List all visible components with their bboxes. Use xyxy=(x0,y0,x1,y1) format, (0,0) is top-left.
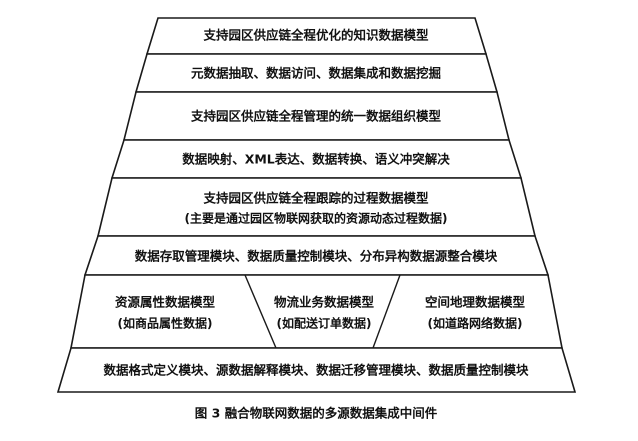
cell-divider-left xyxy=(244,274,277,349)
cell-logistics-business-model-title: 物流业务数据模型 xyxy=(274,295,375,310)
cell-resource-attribute-model-title: 资源属性数据模型 xyxy=(115,295,216,310)
cell-divider-right xyxy=(372,274,401,349)
layer-data-models-row: 资源属性数据模型 (如商品属性数据) 物流业务数据模型 (如配送订单数据) 空间… xyxy=(70,274,563,349)
layer-process-data-model: 支持园区供应链全程跟踪的过程数据模型 (主要是通过园区物联网获取的资源动态过程数… xyxy=(96,177,537,237)
layer-data-mapping-label: 数据映射、XML表达、数据转换、语义冲突解决 xyxy=(181,152,450,167)
layer-data-access-management: 数据存取管理模块、数据质量控制模块、分布异构数据源整合模块 xyxy=(83,235,550,276)
layer-data-mapping: 数据映射、XML表达、数据转换、语义冲突解决 xyxy=(110,139,523,179)
layer-knowledge-data-model-label: 支持园区供应链全程优化的知识数据模型 xyxy=(202,28,429,43)
cell-spatial-geographic-model-title: 空间地理数据模型 xyxy=(425,295,526,310)
layer-data-format-definition: 数据格式定义模块、源数据解释模块、数据迁移管理模块、数据质量控制模块 xyxy=(56,347,577,393)
layer-metadata-extraction: 元数据抽取、数据访问、数据集成和数据挖掘 xyxy=(134,53,499,93)
layer-unified-data-organization-model: 支持园区供应链全程管理的统一数据组织模型 xyxy=(122,91,511,141)
cell-logistics-business-model-subtitle: (如配送订单数据) xyxy=(277,316,372,331)
cell-spatial-geographic-model-subtitle: (如道路网络数据) xyxy=(428,316,523,331)
layer-metadata-extraction-label: 元数据抽取、数据访问、数据集成和数据挖掘 xyxy=(191,66,441,81)
cell-resource-attribute-model-subtitle: (如商品属性数据) xyxy=(118,316,213,331)
layer-knowledge-data-model: 支持园区供应链全程优化的知识数据模型 xyxy=(145,17,488,55)
figure-caption: 图 3 融合物联网数据的多源数据集成中间件 xyxy=(195,406,438,421)
layer-process-data-model-subtitle: (主要是通过园区物联网获取的资源动态过程数据) xyxy=(185,211,448,226)
layer-unified-data-organization-model-label: 支持园区供应链全程管理的统一数据组织模型 xyxy=(190,109,442,124)
layer-process-data-model-title: 支持园区供应链全程跟踪的过程数据模型 xyxy=(202,191,429,206)
layer-data-access-management-label: 数据存取管理模块、数据质量控制模块、分布异构数据源整合模块 xyxy=(134,249,498,264)
layer-data-format-definition-label: 数据格式定义模块、源数据解释模块、数据迁移管理模块、数据质量控制模块 xyxy=(102,363,529,378)
